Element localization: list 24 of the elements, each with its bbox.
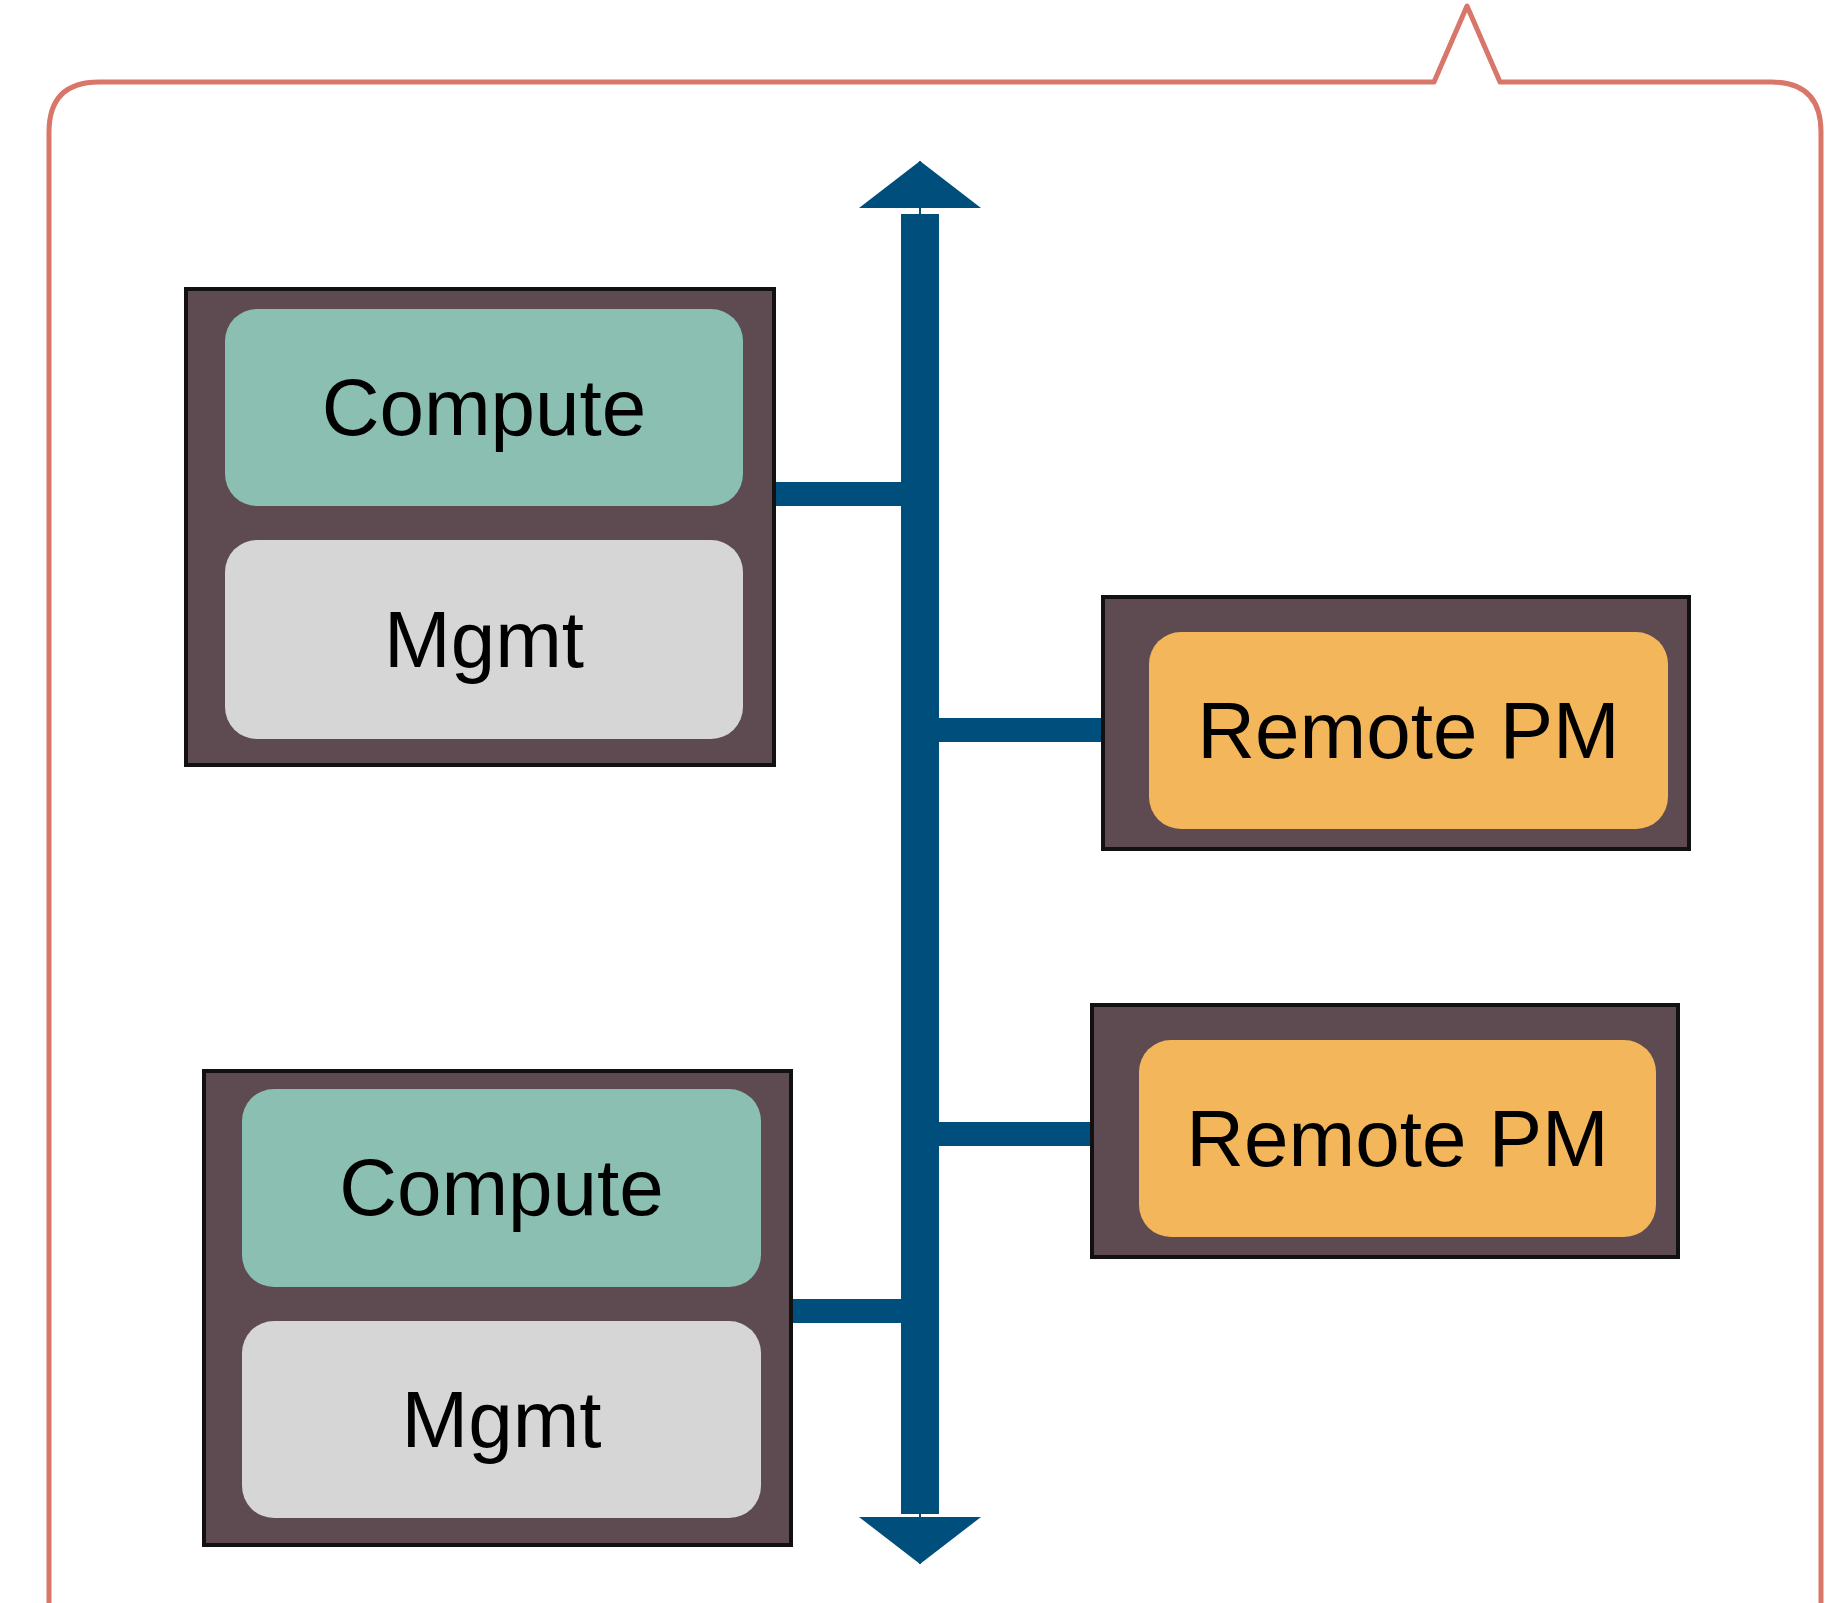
connector-line [776,482,901,506]
box-label: Remote PM [1186,1092,1609,1185]
server-box [184,287,776,767]
remote-pm-box [1139,1040,1656,1237]
callout-frame [45,0,1825,1603]
bus-bar [901,214,939,1514]
connector-line [939,1122,1090,1146]
server-box [1101,595,1691,851]
box-label: Compute [321,361,647,454]
compute-box [225,309,743,506]
server-box [202,1069,793,1547]
bus-arrow [859,160,981,215]
bus-arrow [859,1513,981,1565]
box-label: Remote PM [1197,684,1620,777]
management-box [225,540,743,739]
management-box [242,1321,761,1518]
server-box [1090,1003,1680,1259]
box-label: Mgmt [401,1373,602,1466]
box-label: Compute [339,1142,664,1234]
remote-pm-box [1149,632,1668,829]
box-label: Mgmt [384,593,584,686]
connector-line [793,1299,901,1323]
compute-box [242,1089,761,1287]
connector-line [939,718,1101,742]
